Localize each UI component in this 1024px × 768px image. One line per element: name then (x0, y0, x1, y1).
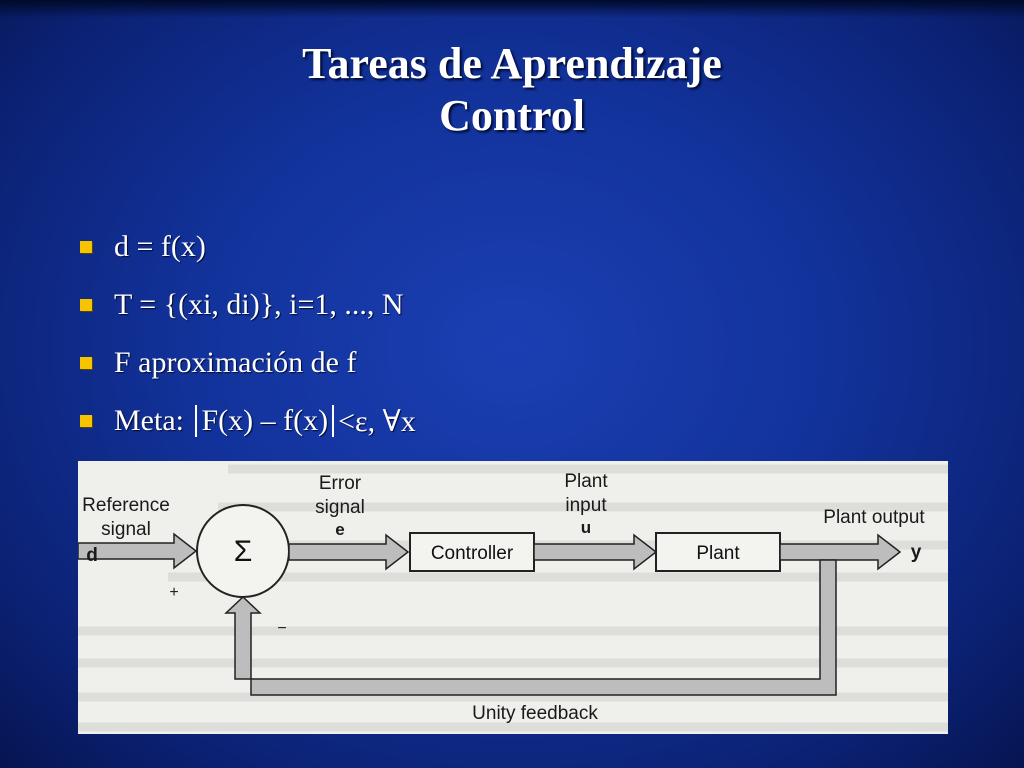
bullet-square-icon (80, 357, 92, 369)
reference-signal-label-1: Reference (82, 495, 170, 516)
bullet-meta-suffix: <ε, ∀x (338, 404, 416, 438)
bullet-meta-prefix: Meta: (114, 404, 192, 437)
bullet-list: d = f(x) T = {(xi, di)}, i=1, ..., N F a… (80, 218, 416, 450)
feedback-loop (224, 559, 837, 696)
bullet-text: T = {(xi, di)}, i=1, ..., N (114, 288, 404, 321)
minus-sign: − (277, 620, 286, 637)
slide-title: Tareas de Aprendizaje Control (0, 38, 1024, 142)
bullet-text: d = f(x) (114, 230, 206, 263)
reference-symbol: d (86, 545, 98, 566)
error-signal-label-2: signal (315, 497, 365, 518)
plant-output-label: Plant output (823, 507, 925, 528)
abs-bar-right (332, 405, 335, 437)
error-symbol: e (335, 520, 344, 539)
bullet-item: d = f(x) (80, 218, 416, 276)
abs-bar-left (195, 405, 198, 437)
error-signal-label-1: Error (319, 473, 362, 494)
bullet-item: Meta: F(x) – f(x) <ε, ∀x (80, 392, 416, 450)
summer-symbol: Σ (234, 535, 253, 568)
plant-input-label-1: Plant (564, 471, 608, 492)
bullet-item: F aproximación de f (80, 334, 416, 392)
bullet-square-icon (80, 299, 92, 311)
bullet-square-icon (80, 241, 92, 253)
bullet-meta-expr: F(x) – f(x) (201, 404, 329, 437)
reference-arrow (78, 532, 198, 570)
reference-signal-label-2: signal (101, 519, 151, 540)
output-symbol: y (911, 542, 922, 563)
title-line-1: Tareas de Aprendizaje (302, 39, 722, 88)
bullet-square-icon (80, 415, 92, 427)
plant-input-label-2: input (565, 495, 607, 516)
plant-input-arrow (533, 533, 658, 571)
top-band (0, 0, 1024, 18)
bullet-text: F aproximación de f (114, 346, 357, 379)
plant-label: Plant (696, 543, 740, 564)
controller-label: Controller (431, 543, 514, 564)
control-diagram-figure: Reference signal d Σ + − Error signal e … (78, 461, 948, 734)
plant-output-arrow (779, 533, 902, 571)
controller-block (409, 532, 535, 572)
control-diagram: Reference signal d Σ + − Error signal e … (78, 464, 948, 732)
unity-feedback-label: Unity feedback (472, 703, 598, 724)
title-line-2: Control (439, 91, 585, 140)
bullet-item: T = {(xi, di)}, i=1, ..., N (80, 276, 416, 334)
plant-input-symbol: u (581, 518, 591, 537)
plus-sign: + (169, 584, 178, 601)
error-arrow (288, 533, 410, 571)
